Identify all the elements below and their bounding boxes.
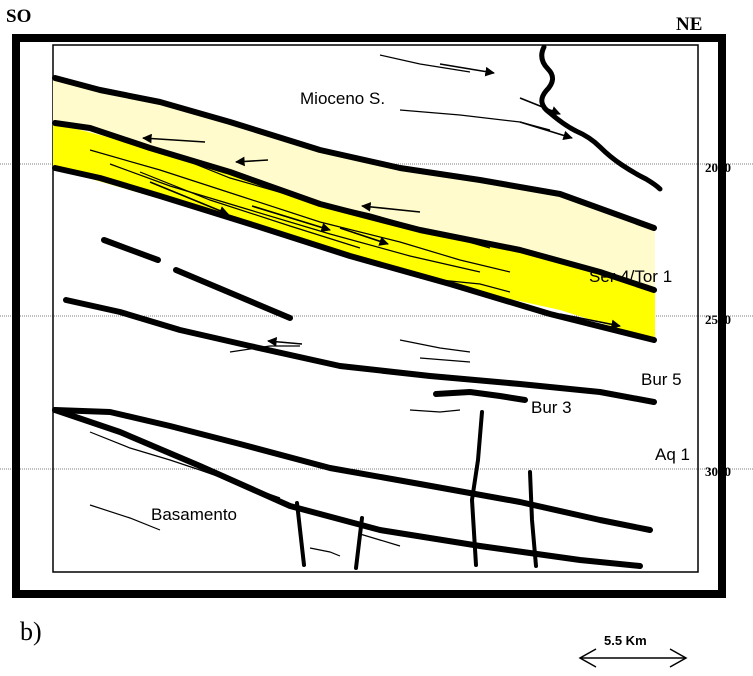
upper-unit-fill bbox=[53, 78, 655, 290]
horizon-top-ser4 bbox=[52, 120, 657, 293]
scale-bar-arrow bbox=[578, 648, 688, 668]
dashed-horizon bbox=[101, 237, 293, 321]
label-basamento: Basamento bbox=[151, 505, 237, 524]
scale-bar-label: 5.5 Km bbox=[604, 633, 647, 648]
label-bur5: Bur 5 bbox=[641, 370, 682, 389]
wavy-fault bbox=[539, 44, 663, 192]
depth-label-3000: 3000 bbox=[705, 464, 731, 479]
lower-unit-fill bbox=[53, 123, 655, 340]
depth-label-2500: 2500 bbox=[705, 312, 731, 327]
horizons bbox=[52, 75, 657, 569]
panel-label: b) bbox=[20, 617, 42, 646]
depth-label-2000: 2000 bbox=[705, 160, 731, 175]
horizon-bur5 bbox=[63, 297, 657, 405]
horizon-top-miocene bbox=[52, 75, 657, 231]
corner-label-ne: NE bbox=[676, 14, 702, 35]
thin-internal-lines bbox=[89, 54, 551, 557]
horizon-aq1 bbox=[52, 407, 653, 533]
corner-label-so: SO bbox=[6, 6, 31, 27]
horizon-top-basement bbox=[52, 407, 643, 569]
section-box bbox=[52, 44, 699, 573]
label-ser4-tor1: Ser 4/Tor 1 bbox=[589, 267, 672, 286]
label-bur3: Bur 3 bbox=[531, 398, 572, 417]
label-aq1: Aq 1 bbox=[655, 445, 690, 464]
label-mioceno: Mioceno S. bbox=[300, 89, 385, 108]
slip-arrows bbox=[142, 63, 621, 347]
horizon-base-ser4 bbox=[52, 165, 657, 343]
horizon-bur3-fragment bbox=[433, 389, 528, 403]
vertical-faults bbox=[295, 410, 538, 570]
